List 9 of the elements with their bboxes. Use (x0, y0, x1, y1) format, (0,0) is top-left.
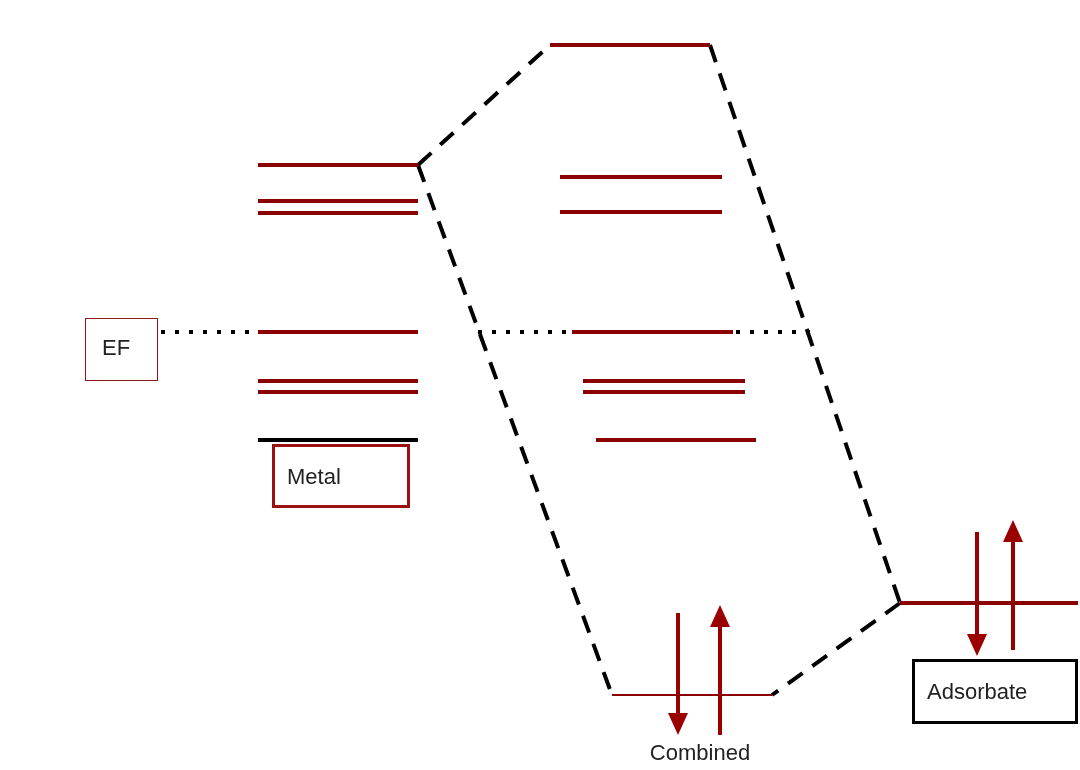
caption-text: Combined (625, 742, 775, 766)
energy-level-bar (258, 163, 418, 167)
energy-level-bar (900, 601, 1078, 605)
dashed-connector (770, 601, 902, 697)
label-box: Metal (272, 444, 410, 508)
energy-level-bar (550, 43, 710, 47)
dashed-connector (708, 44, 902, 604)
label-box: EF (85, 318, 158, 381)
label-box: Adsorbate (912, 659, 1078, 724)
